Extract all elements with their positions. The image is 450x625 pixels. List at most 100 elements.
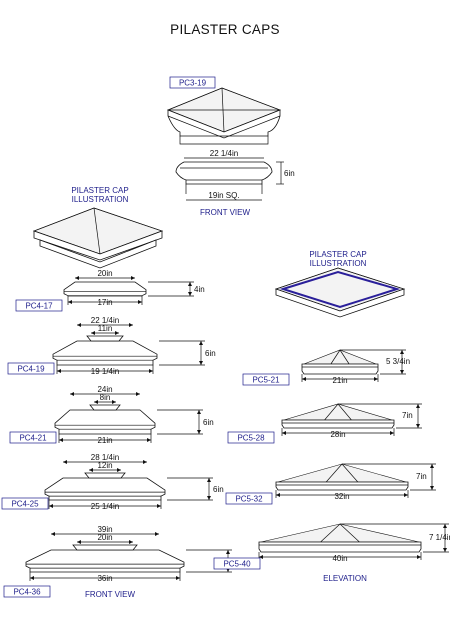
arrow-head — [147, 438, 151, 442]
arrow-head — [197, 430, 201, 434]
pc5-32-pyramid — [277, 463, 407, 483]
pc4-17-code: PC4-17 — [25, 302, 53, 311]
pc4-21-base-dim: 21in — [97, 436, 112, 445]
pc5-21-base-dim: 21in — [332, 376, 347, 385]
arrow-head — [63, 460, 67, 464]
pc4-25-height-dim: 6in — [213, 485, 224, 494]
model-tag-box — [213, 557, 261, 570]
pc5-40-pyramid — [260, 523, 420, 543]
arrow-head — [155, 532, 159, 536]
caption-line: ILLUSTRATION — [71, 195, 129, 204]
pc4-36-body — [25, 549, 185, 573]
pc5-28-height-dim: 7in — [402, 411, 413, 420]
pc4-25-top-cap — [84, 472, 126, 479]
ridge-line — [325, 463, 343, 483]
pc4-17-base-dim: 17in — [97, 298, 112, 307]
pc5-32-base-dim: 32in — [334, 492, 349, 501]
pc5-28-base-dim: 28in — [330, 430, 345, 439]
arrow-head — [77, 323, 81, 327]
pc4-21-height-dim: 6in — [203, 418, 214, 427]
model-tag-box — [227, 431, 275, 444]
pc4-17-body — [63, 281, 147, 297]
pc4-25-inner-dim: 12in — [97, 461, 112, 470]
arrow-head — [30, 576, 34, 580]
arrow-head — [302, 377, 306, 381]
pc3-19-base-dim: 19in SQ. — [208, 191, 239, 200]
arrow-head — [57, 369, 61, 373]
arrow-head — [276, 493, 280, 497]
arrow-head — [374, 377, 378, 381]
right-column-elevations: 5 3/4in21inPC5-217in28inPC5-287in32inPC5… — [213, 349, 450, 570]
arrow-head — [68, 300, 72, 304]
pc5-40-base-dim: 40in — [332, 554, 347, 563]
model-tag-box — [7, 362, 55, 375]
arrow-head — [443, 548, 447, 552]
pc3-19-tag: PC3-19 — [169, 76, 216, 89]
arrow-head — [112, 400, 116, 404]
pc4-19-code: PC4-19 — [17, 365, 45, 374]
model-tag-box — [1, 497, 49, 510]
pc4-25-top-dim: 28 1/4in — [91, 453, 119, 462]
pc4-36-inner-dim: 20in — [97, 533, 112, 542]
arrow-head — [131, 276, 135, 280]
model-tag-box — [15, 299, 63, 312]
caption-front-view-top: FRONT VIEW — [199, 208, 251, 217]
pc5-21-body — [301, 363, 379, 375]
arrow-head — [416, 404, 420, 408]
arrow-head — [226, 550, 230, 554]
arrow-head — [143, 460, 147, 464]
pc4-17-height-dim: 4in — [194, 285, 205, 294]
arrow-head — [430, 464, 434, 468]
pc4-25-body — [44, 477, 166, 501]
pc4-36-top-dim: 39in — [97, 525, 112, 534]
pc3-19-front-view: 22 1/4in 6in 19in SQ. — [175, 149, 295, 201]
arrow-head — [197, 410, 201, 414]
pc4-19-body — [52, 340, 158, 366]
pc4-21-body — [54, 409, 156, 435]
model-tag-box — [3, 585, 51, 598]
arrow-head — [176, 576, 180, 580]
model-tag-box — [9, 431, 57, 444]
pc5-21-height-dim: 5 3/4in — [386, 357, 410, 366]
pc5-32-body — [275, 481, 409, 491]
pc4-36-code: PC4-36 — [13, 588, 41, 597]
ridge-line — [337, 403, 352, 421]
pc5-28-pyramid — [283, 403, 393, 421]
pc5-28-body — [281, 419, 395, 429]
arrow-head — [404, 493, 408, 497]
left-cap-illustration — [32, 207, 164, 269]
arrow-head — [138, 300, 142, 304]
pc4-21-top-dim: 24in — [97, 385, 112, 394]
arrow-head — [70, 392, 74, 396]
arrow-head — [188, 292, 192, 296]
pc4-19-inner-dim: 11in — [98, 324, 113, 333]
arrow-head — [157, 504, 161, 508]
pc3-19-height-dim: 6in — [284, 169, 295, 178]
pc5-40-elevation: 7 1/4in40inPC5-40 — [213, 523, 450, 570]
arrow-head — [417, 555, 421, 559]
pc5-21-pyramid — [303, 349, 377, 365]
ridge-line — [320, 523, 341, 543]
pc4-36-front-view: 20in39in6in36inPC4-36 — [3, 525, 243, 598]
pc5-32-code: PC5-32 — [235, 495, 263, 504]
arrow-head — [390, 431, 394, 435]
caption-line: PILASTER CAP — [71, 186, 129, 195]
pc5-40-body — [258, 541, 422, 553]
pc3-19-illustration — [167, 87, 281, 145]
pc4-21-code: PC4-21 — [19, 434, 47, 443]
arrow-head — [149, 369, 153, 373]
model-tag-box — [225, 492, 273, 505]
pc4-25-code: PC4-25 — [11, 500, 39, 509]
ridge-line — [341, 463, 359, 483]
arrow-head — [75, 276, 79, 280]
arrow-head — [207, 496, 211, 500]
arrow-head — [430, 486, 434, 490]
arrow-head — [115, 331, 119, 335]
pc4-19-base-dim: 19 1/4in — [91, 367, 119, 376]
arrow-head — [207, 478, 211, 482]
